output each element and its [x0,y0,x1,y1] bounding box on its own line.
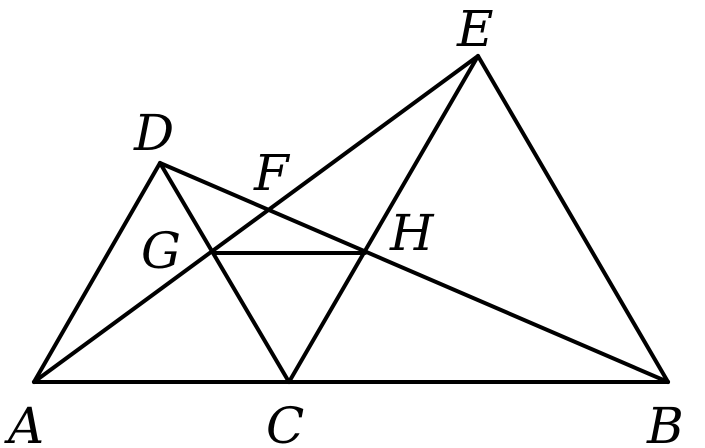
point-label-b: B [646,397,684,448]
point-label-h: H [389,204,435,262]
point-label-g: G [141,222,181,280]
segment-eb [476,54,670,384]
point-label-f: F [253,144,291,202]
segment-ad [32,161,162,384]
segment-ce [287,54,480,384]
segments-group [32,54,670,384]
point-label-d: D [133,104,174,162]
segment-dc [158,161,291,384]
point-label-c: C [266,397,304,448]
point-label-a: A [4,397,44,448]
point-label-e: E [456,0,494,58]
segment-db [158,161,670,384]
labels-group: A B C D E F G H [4,0,684,448]
segment-ae [32,54,480,384]
